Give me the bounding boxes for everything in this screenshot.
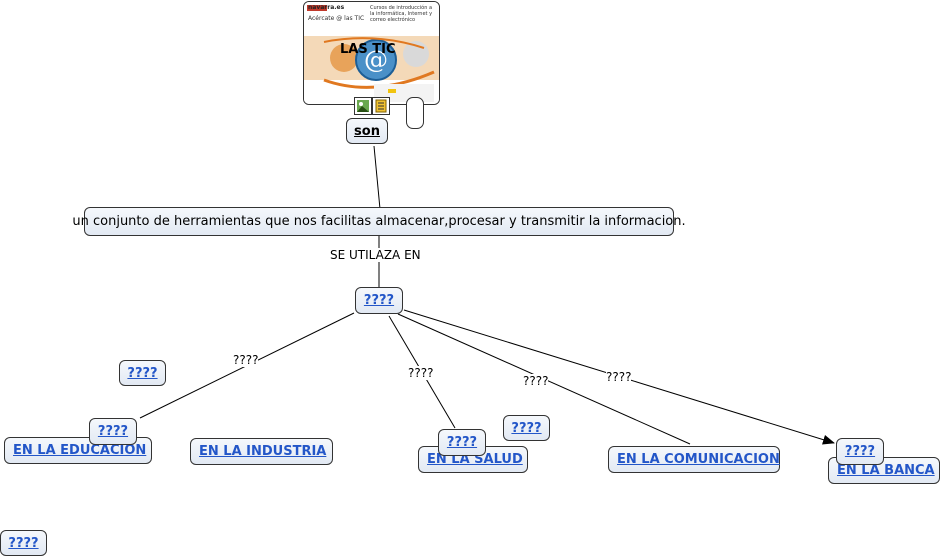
placeholder-node[interactable]: ???? <box>0 530 47 556</box>
banner-title: LAS TIC <box>340 42 396 57</box>
navarra-logo <box>307 5 327 11</box>
document-icon[interactable] <box>372 97 390 115</box>
line-son-to-definition <box>373 145 381 210</box>
placeholder-link[interactable]: ???? <box>446 435 478 450</box>
area-comunicacion-link[interactable]: EN LA COMUNICACION <box>617 452 780 467</box>
placeholder-node-salud[interactable]: ???? <box>438 429 486 456</box>
placeholder-link[interactable]: ???? <box>844 444 876 459</box>
linking-word-se-utiliza-en: SE UTILAZA EN <box>330 248 421 262</box>
linking-word-educacion: ???? <box>233 353 259 367</box>
placeholder-link[interactable]: ???? <box>127 365 158 381</box>
area-comunicacion-node[interactable]: EN LA COMUNICACION <box>608 446 780 473</box>
las-tic-banner-image: @ <box>304 2 439 104</box>
linking-word-salud: ???? <box>408 366 434 380</box>
placeholder-node[interactable]: ???? <box>503 415 550 441</box>
tagline-label: Acércate @ las TIC <box>308 15 365 22</box>
hub-link[interactable]: ???? <box>363 293 395 308</box>
area-banca-node[interactable]: EN LA BANCA <box>828 457 940 484</box>
placeholder-link[interactable]: ???? <box>97 424 129 439</box>
image-icon[interactable] <box>354 97 372 115</box>
linking-word-comunicacion: ???? <box>523 374 549 388</box>
placeholder-node[interactable]: ???? <box>119 360 166 386</box>
hub-node[interactable]: ???? <box>355 287 403 314</box>
placeholder-link[interactable]: ???? <box>511 420 542 436</box>
area-educacion-link[interactable]: EN LA EDUCACION <box>13 443 147 458</box>
placeholder-node-educacion[interactable]: ???? <box>89 418 137 445</box>
son-label: son <box>354 123 380 139</box>
definition-node[interactable]: un conjunto de herramientas que nos faci… <box>72 207 686 236</box>
placeholder-node-banca[interactable]: ???? <box>836 438 884 465</box>
brand-label: navarra.es <box>308 4 345 11</box>
son-node[interactable]: son <box>346 118 388 144</box>
empty-node[interactable] <box>406 97 424 129</box>
definition-text: un conjunto de herramientas que nos faci… <box>72 214 686 229</box>
area-banca-link[interactable]: EN LA BANCA <box>837 463 935 478</box>
svg-text:@: @ <box>364 46 388 74</box>
area-industria-link[interactable]: EN LA INDUSTRIA <box>199 444 327 459</box>
area-industria-node[interactable]: EN LA INDUSTRIA <box>190 438 333 465</box>
course-label: Cursos de introducción a la informática,… <box>370 5 433 23</box>
placeholder-link[interactable]: ???? <box>8 535 39 551</box>
linking-word-banca: ???? <box>606 370 632 384</box>
area-salud-node[interactable]: EN LA SALUD <box>418 446 528 473</box>
root-image-node[interactable]: @ navarra.es Acércate @ las TIC Cursos d… <box>303 1 440 105</box>
